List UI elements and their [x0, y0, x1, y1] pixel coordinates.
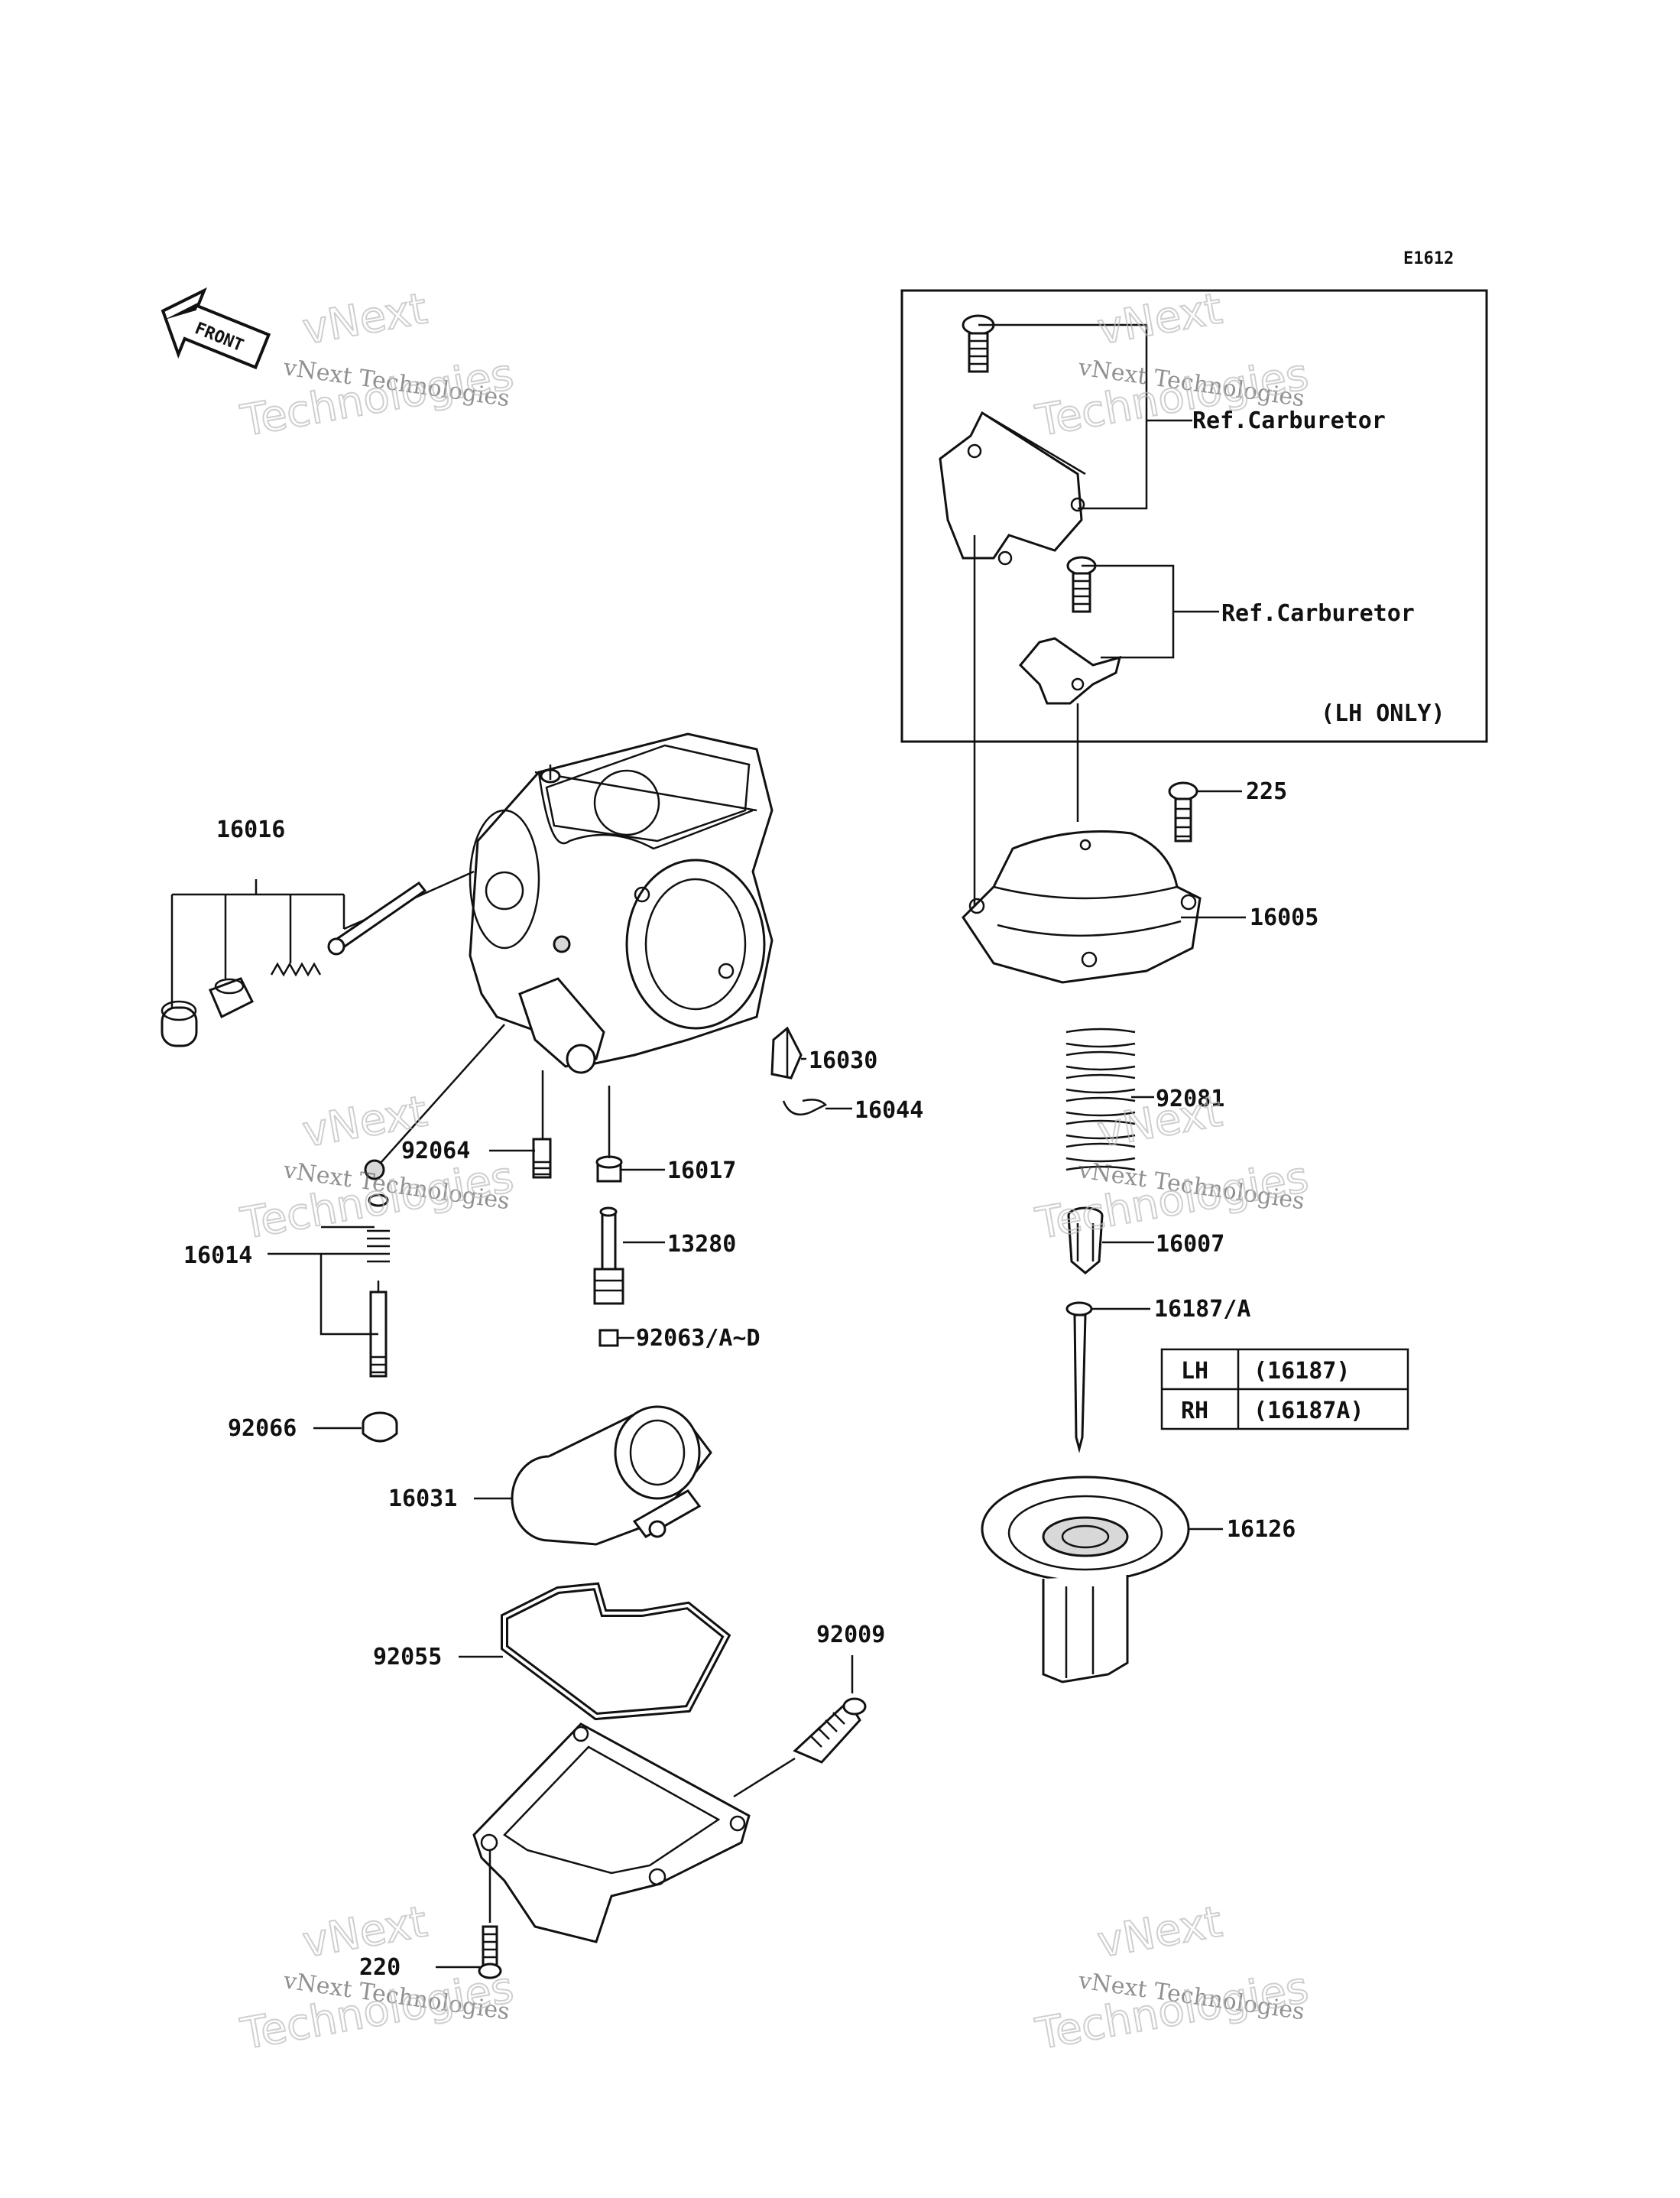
- watermark: vNext vNext Technologies Technologies vN…: [236, 283, 1313, 2060]
- plug-92064: [532, 1138, 552, 1179]
- label-92009: 92009: [816, 1622, 885, 1648]
- label-16187: 16187/A: [1154, 1296, 1250, 1323]
- screw-225: [1168, 781, 1198, 843]
- diaphragm-16126: [981, 1476, 1190, 1683]
- lh-only-box: [900, 289, 1488, 743]
- float-valve-16030: [770, 1026, 803, 1080]
- jet-needle-16187: [1065, 1301, 1093, 1453]
- label-16030: 16030: [809, 1047, 877, 1074]
- label-92066: 92066: [228, 1415, 297, 1442]
- table-row-lh-part: (16187): [1254, 1358, 1350, 1385]
- top-cover-16005: [962, 830, 1202, 984]
- table-row-rh-side: RH: [1181, 1398, 1208, 1424]
- spring-92081: [1065, 1028, 1136, 1171]
- svg-text:Technologies: Technologies: [1032, 1963, 1312, 2060]
- pilot-screw-spring: [367, 1229, 390, 1263]
- label-16005: 16005: [1250, 904, 1318, 931]
- svg-text:vNext: vNext: [299, 1897, 430, 1967]
- label-220: 220: [359, 1954, 401, 1981]
- table-row-rh-part: (16187A): [1254, 1398, 1364, 1424]
- label-92055: 92055: [373, 1644, 442, 1670]
- clip-16044: [782, 1099, 828, 1116]
- label-92063: 92063/A~D: [636, 1325, 761, 1352]
- label-16014: 16014: [183, 1242, 252, 1269]
- svg-text:vNext: vNext: [1094, 1086, 1225, 1157]
- choke-spring: [270, 962, 322, 977]
- label-16017: 16017: [667, 1157, 736, 1184]
- svg-text:vNext: vNext: [1094, 1897, 1225, 1967]
- needle-jet-13280: [593, 1206, 624, 1305]
- jet-16017: [595, 1155, 623, 1183]
- choke-rod: [327, 881, 427, 956]
- float-bowl: [472, 1722, 751, 1943]
- pilot-screw: [369, 1281, 388, 1378]
- label-225: 225: [1246, 778, 1287, 805]
- gasket-92055: [501, 1582, 731, 1721]
- label-16031: 16031: [388, 1485, 457, 1512]
- choke-plunger: [161, 1000, 198, 1047]
- main-jet-92063: [598, 1329, 619, 1347]
- label-92081: 92081: [1156, 1086, 1224, 1112]
- watermark-tech: Technologies: [237, 349, 517, 446]
- retainer-16007: [1067, 1206, 1104, 1274]
- front-arrow-icon: FRONT: [161, 287, 271, 370]
- svg-text:vNext: vNext: [1094, 284, 1225, 354]
- diagram-code: E1612: [1403, 249, 1454, 268]
- label-92064: 92064: [401, 1138, 470, 1164]
- choke-nut: [209, 977, 255, 1019]
- label-16016: 16016: [216, 817, 285, 843]
- lh-only-label: (LH ONLY): [1321, 700, 1445, 727]
- carb-bracket: [939, 411, 1083, 560]
- cap-92066: [362, 1411, 398, 1443]
- label-13280: 13280: [667, 1231, 736, 1258]
- label-16007: 16007: [1156, 1231, 1224, 1258]
- label-16126: 16126: [1227, 1516, 1296, 1543]
- carburetor-body: [469, 732, 774, 1074]
- cable-clip: [1018, 637, 1122, 705]
- ref-carburetor-upper: Ref.Carburetor: [1192, 407, 1386, 434]
- table-row-lh-side: LH: [1181, 1358, 1208, 1385]
- ref-carburetor-lower: Ref.Carburetor: [1221, 600, 1415, 627]
- drain-screw-92009: [793, 1697, 867, 1764]
- label-16044: 16044: [855, 1097, 923, 1124]
- float-16031: [511, 1405, 712, 1546]
- bracket-bolt-upper: [962, 314, 995, 373]
- needle-variant-table: LH (16187) RH (16187A): [1160, 1348, 1409, 1430]
- watermark-vnext: vNext: [299, 284, 430, 354]
- screw-220: [478, 1925, 502, 1979]
